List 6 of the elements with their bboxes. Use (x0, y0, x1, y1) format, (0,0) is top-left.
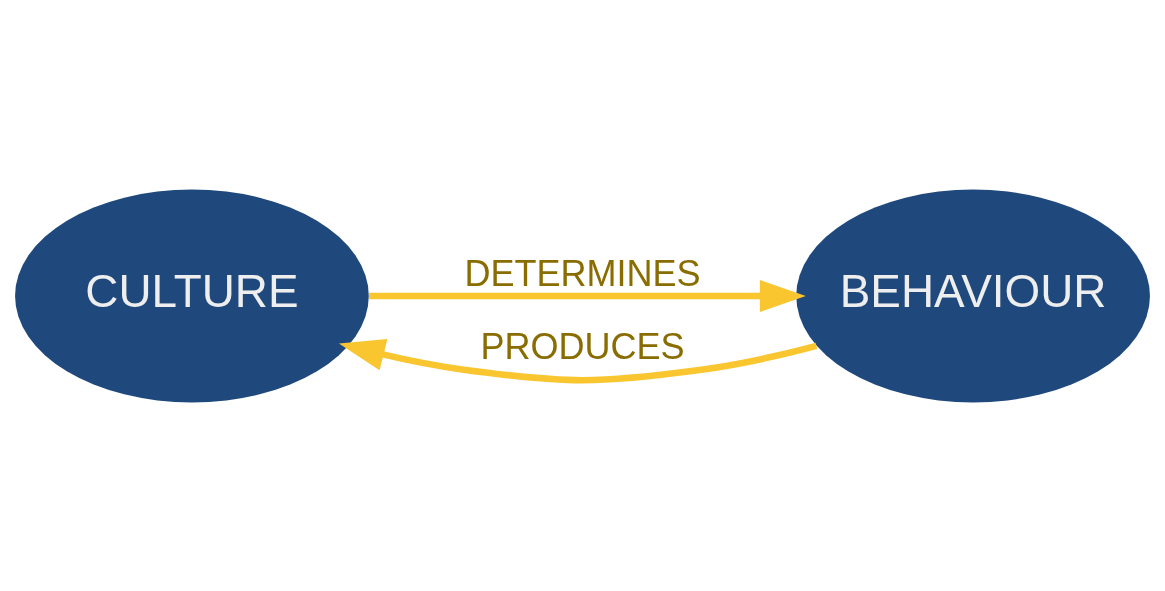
arrow (338, 338, 818, 383)
edge-label: DETERMINES (464, 252, 701, 294)
node-ellipse: CULTURE (15, 189, 369, 402)
node-ellipse: BEHAVIOUR (796, 189, 1150, 402)
edge-label: PRODUCES (480, 325, 685, 367)
arrow (369, 279, 806, 312)
